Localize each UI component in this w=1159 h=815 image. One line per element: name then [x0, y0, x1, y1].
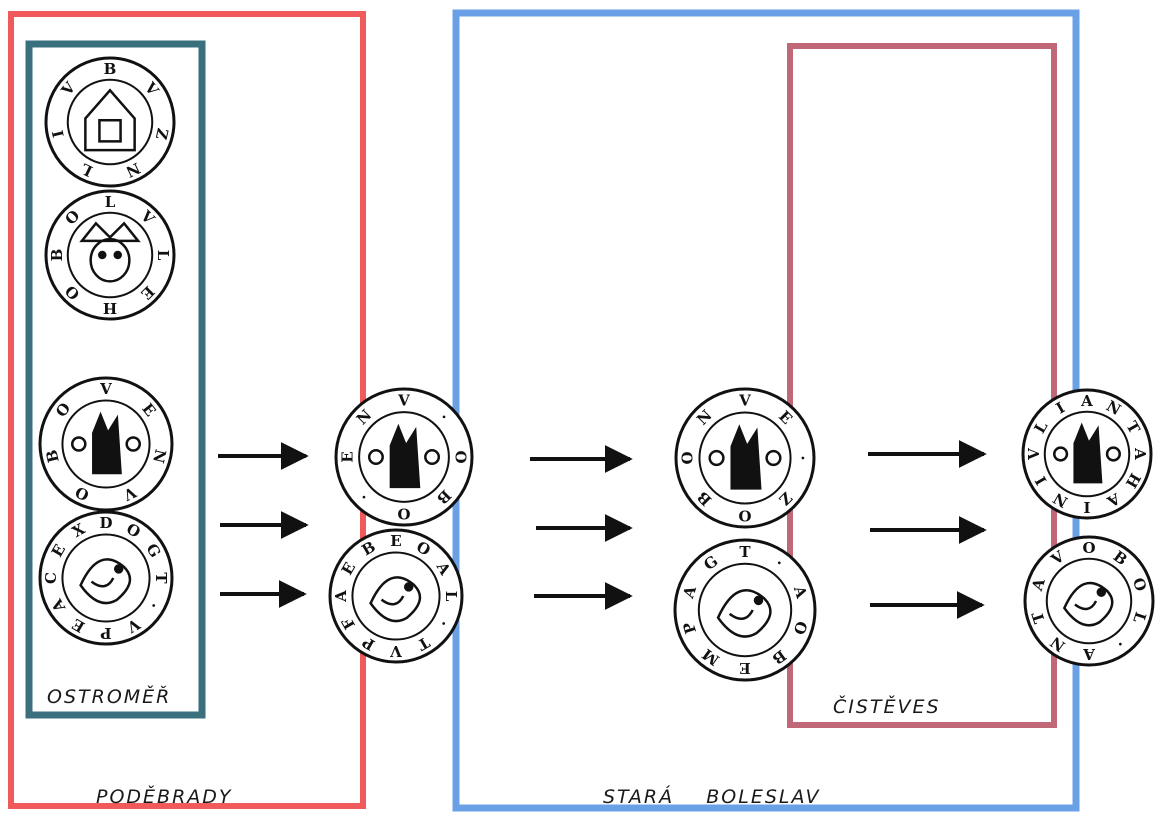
coin-legend-glyph: A: [790, 583, 811, 601]
region-ostromer-box: [25, 40, 206, 719]
arrows-ostromer-to-podebrady: [218, 442, 309, 608]
coin-inner-ring: [66, 211, 154, 299]
coin-legend-glyph: A: [1131, 447, 1149, 460]
coin-motif-bird: [716, 589, 772, 638]
coin-legend-glyph: O: [397, 504, 410, 522]
coin-legend-glyph: V: [738, 392, 751, 410]
coin-motif-bird: [369, 576, 422, 623]
coin-legend-glyph: T: [739, 543, 751, 561]
coin-legend-glyph: L: [105, 193, 116, 211]
coin-legend-glyph: E: [739, 659, 750, 677]
coin-legend-glyph: B: [42, 448, 62, 464]
coin-rim: [44, 189, 176, 321]
coin-legend-glyph: I: [49, 128, 68, 139]
coin-legend-glyph: A: [332, 590, 350, 603]
coin-motif-hand: [708, 424, 782, 490]
coin-inner-ring: [61, 533, 151, 623]
coin-legend-glyph: N: [149, 447, 170, 465]
coin-motif-bird: [79, 558, 132, 605]
coin-motif-hand: [70, 411, 142, 475]
coin-podebrady-1: V·OBO·EN: [334, 387, 474, 527]
coin-legend-glyph: E: [339, 451, 357, 462]
coin-legend-glyph: V: [390, 642, 403, 660]
arrows-podebrady-to-boleslav: [530, 445, 633, 610]
coin-inner-ring: [358, 411, 450, 503]
coin-motif-hand: [367, 423, 441, 489]
coin-rim: [673, 538, 817, 682]
region-label-stara-boleslav: STARÁ BOLESLAV: [603, 785, 821, 808]
coin-legend-glyph: O: [738, 506, 751, 524]
coin-legend-glyph: L: [154, 250, 172, 261]
coin-legend-glyph: O: [1129, 576, 1150, 594]
coin-legend-glyph: H: [103, 299, 117, 317]
coin-legend-glyph: Z: [152, 126, 172, 141]
coin-legend-glyph: B: [48, 249, 66, 262]
coin-legend-glyph: A: [1083, 645, 1096, 663]
coin-legend-glyph: A: [1080, 392, 1093, 410]
region-label-cisteves: ČISTĚVES: [833, 694, 941, 718]
coin-legend-glyph: T: [152, 572, 170, 584]
coin-legend-glyph: O: [679, 451, 697, 464]
coin-inner-ring: [61, 399, 151, 489]
coin-legend-glyph: A: [679, 583, 700, 601]
coin-motif-church: [84, 88, 136, 152]
coin-legend-glyph: O: [790, 619, 811, 637]
coin-legend-glyph: L: [442, 591, 460, 602]
coin-motif-bird: [1062, 581, 1114, 627]
coin-legend-glyph: ·: [793, 455, 811, 460]
coin-legend-glyph: O: [451, 450, 469, 463]
coin-legend-glyph: D: [99, 514, 112, 532]
coin-legend-glyph: B: [104, 60, 117, 78]
coin-rim: [44, 56, 176, 188]
coin-rim: [328, 528, 464, 664]
coin-legend-glyph: V: [1025, 448, 1043, 461]
coin-legend-glyph: I: [1083, 498, 1090, 516]
coin-inner-ring: [66, 78, 154, 166]
arrows-boleslav-to-cisteves: [868, 440, 987, 619]
coin-legend-glyph: O: [1082, 539, 1095, 557]
region-label-ostromer: OSTROMĚŘ: [47, 685, 171, 708]
coin-inner-ring: [1043, 410, 1131, 498]
region-label-podebrady: PODĚBRADY: [96, 785, 233, 808]
coin-inner-ring: [351, 551, 441, 641]
coin-inner-ring: [698, 411, 792, 505]
coin-inner-ring: [1045, 557, 1133, 645]
coin-legend-glyph: P: [679, 620, 700, 636]
coin-motif-hand: [1053, 422, 1121, 484]
coin-legend-glyph: P: [100, 624, 111, 642]
region-cisteves-box: [787, 43, 1057, 728]
coin-motif-head: [79, 221, 141, 283]
coin-legend-glyph: V: [99, 380, 112, 398]
coin-legend-glyph: A: [1028, 576, 1049, 594]
coin-legend-glyph: E: [390, 532, 401, 550]
coin-rim: [1023, 535, 1155, 667]
coin-rim: [38, 510, 174, 646]
coin-inner-ring: [697, 562, 793, 658]
coin-legend-glyph: V: [397, 392, 410, 410]
coin-legend-glyph: C: [42, 572, 60, 584]
